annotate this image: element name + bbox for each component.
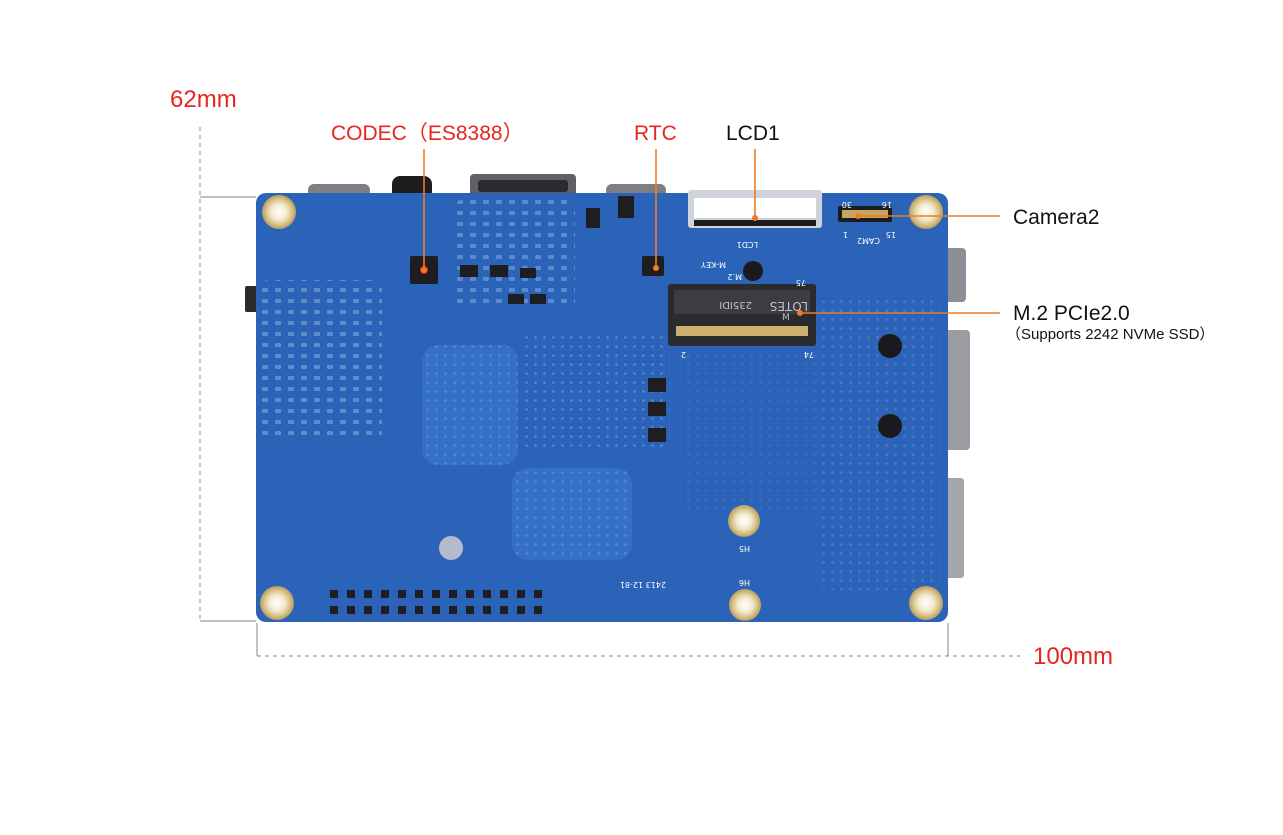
silk-pin-16: 16 [882, 200, 892, 209]
mounting-hole-h5 [728, 505, 760, 537]
mounting-hole-top-left [262, 195, 296, 229]
silk-m2-key: M-KEY [701, 260, 726, 269]
codec-label: CODEC（ES8388） [331, 122, 524, 145]
rtc-chip [642, 256, 664, 276]
silk-slot-brand: LOTES [770, 299, 808, 313]
right-edge-connectors [245, 248, 970, 578]
m2-slot [668, 284, 816, 346]
m2-label: M.2 PCIe2.0 [1013, 302, 1130, 325]
callout-leaders [423, 149, 1000, 314]
m2-sublabel: （Supports 2242 NVMe SSD） [1006, 326, 1215, 343]
mounting-hole-top-right [909, 195, 943, 229]
silk-board-date: 2413 12-81 [620, 580, 666, 589]
rtc-label: RTC [634, 122, 677, 145]
silk-pin-2: 2 [681, 350, 686, 359]
silk-h5: H5 [739, 544, 750, 553]
camera2-label: Camera2 [1013, 206, 1100, 229]
silkscreen: LCD1 CAM2 M-KEY M.2 LOTES 235IDI M 30 16… [620, 200, 896, 589]
silk-slot-m: M [782, 313, 790, 323]
right-connector-2 [944, 330, 970, 450]
silk-pin-1: 1 [843, 230, 848, 239]
right-connector-3 [944, 478, 964, 578]
silk-slot-code: 235IDI [719, 299, 752, 310]
mounting-hole-bottom-left [260, 586, 294, 620]
right-connector-1 [944, 248, 966, 302]
lcd1-label: LCD1 [726, 122, 780, 145]
dimension-lines [199, 127, 1020, 657]
component-areas [262, 200, 940, 590]
silk-pin-74: 74 [804, 350, 814, 359]
battery-holder [743, 261, 763, 281]
silk-pin-75: 75 [796, 278, 806, 287]
mounting-hole-h6 [729, 589, 761, 621]
left-edge-button [245, 286, 259, 312]
hdmi-connector-inner [478, 180, 568, 192]
silk-cam2: CAM2 [857, 236, 880, 245]
mounting-holes [260, 195, 943, 621]
gpio-header [330, 590, 542, 614]
silk-pin-15: 15 [886, 230, 896, 239]
width-dimension-label: 100mm [1033, 643, 1114, 670]
silk-lcd1: LCD1 [737, 240, 758, 249]
height-dimension-label: 62mm [170, 86, 237, 113]
silk-m2: M.2 [727, 272, 742, 281]
silk-pin-30: 30 [842, 200, 852, 209]
mounting-hole-bottom-right [909, 586, 943, 620]
silk-h6: H6 [739, 578, 750, 587]
